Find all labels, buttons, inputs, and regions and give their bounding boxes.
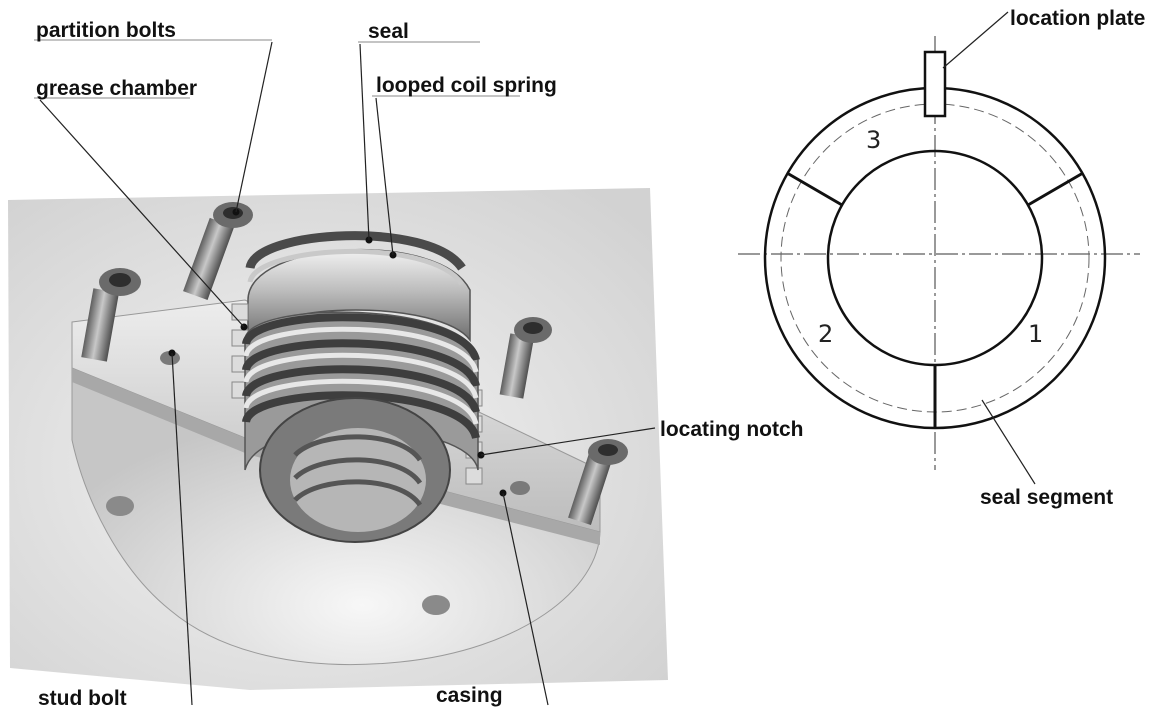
- label-stud-bolt: stud bolt: [38, 687, 127, 710]
- segment-divider: [1027, 171, 1084, 207]
- label-looped-coil-spring: looped coil spring: [376, 74, 557, 97]
- bolt-left-back: [81, 268, 141, 362]
- seal-section-drawing: [738, 11, 1140, 485]
- label-casing: casing: [436, 684, 503, 707]
- bolt-right-front: [568, 439, 628, 526]
- flange-hole: [422, 595, 450, 615]
- label-locating-notch: locating notch: [660, 418, 804, 441]
- seal-ring-stack-back: [245, 231, 471, 343]
- seal-photo: [8, 188, 668, 690]
- segment-number-3: 3: [866, 126, 881, 154]
- bolt-right-back: [499, 317, 552, 399]
- label-partition-bolts: partition bolts: [36, 19, 176, 42]
- flange-hole: [106, 496, 134, 516]
- segment-divider: [786, 171, 843, 207]
- location-plate: [923, 50, 947, 118]
- label-grease-chamber: grease chamber: [36, 77, 197, 100]
- casing-hole: [510, 481, 530, 495]
- label-location-plate: location plate: [1010, 7, 1145, 30]
- photo-leaders: [34, 39, 656, 706]
- segment-number-1: 1: [1028, 320, 1043, 348]
- label-seal-segment: seal segment: [980, 486, 1113, 509]
- segment-number-2: 2: [818, 320, 833, 348]
- partition-plate-face: [72, 368, 600, 545]
- label-seal: seal: [368, 20, 409, 43]
